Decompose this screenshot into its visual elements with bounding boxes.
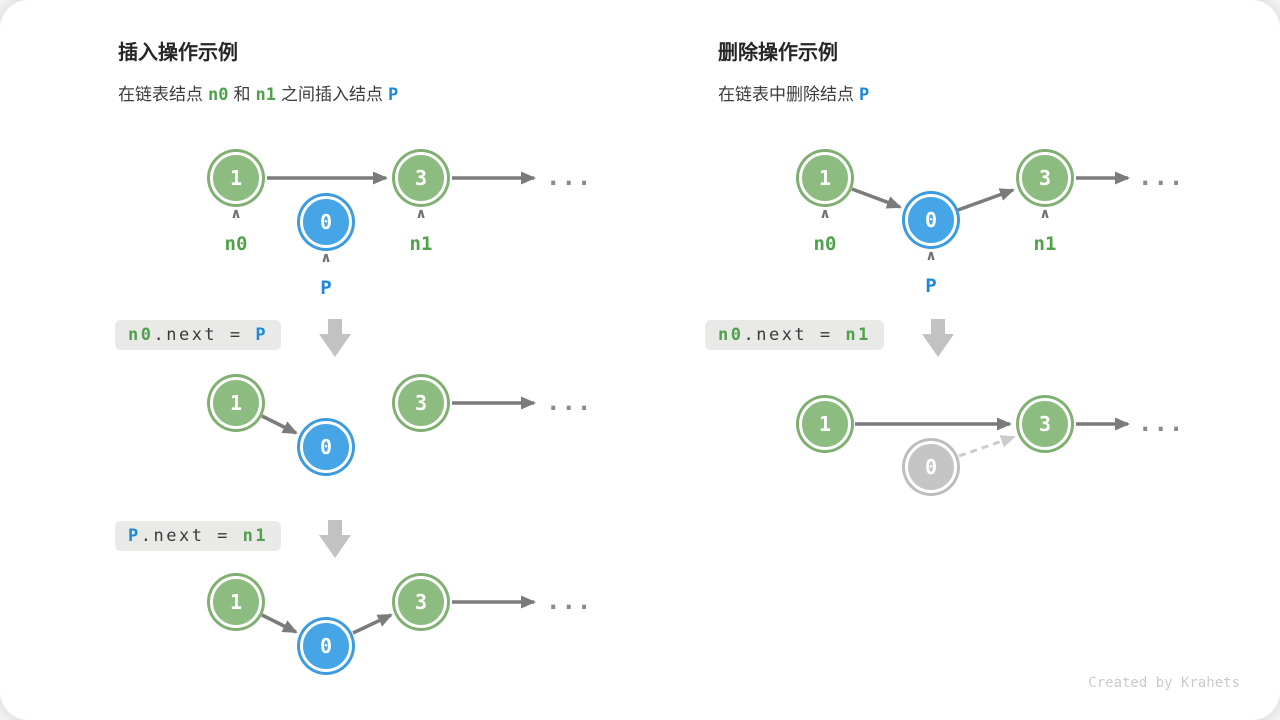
- node-value: 1: [818, 166, 832, 190]
- list-node-3: 3: [395, 377, 447, 429]
- subtitle-token-n1: n1: [255, 85, 276, 105]
- pointer-label-n0: n0: [224, 233, 248, 255]
- list-continues-ellipsis: ...: [1138, 163, 1185, 191]
- node-value: 3: [414, 166, 428, 190]
- list-node-3: 3: [1019, 152, 1071, 204]
- list-node-0-p: 0: [300, 421, 352, 473]
- list-continues-ellipsis: ...: [546, 587, 593, 615]
- subtitle-token-n0: n0: [208, 85, 229, 105]
- list-continues-ellipsis: ...: [546, 388, 593, 416]
- subtitle-text: 在链表结点: [118, 85, 203, 105]
- code-op: .next =: [153, 325, 256, 345]
- code-rhs: P: [255, 325, 269, 345]
- caret-up-icon: ∧: [1039, 206, 1051, 222]
- node-value: 0: [319, 435, 333, 459]
- code-rhs: n1: [845, 325, 871, 345]
- insert-panel-title: 插入操作示例: [118, 40, 238, 64]
- code-rhs: n1: [242, 526, 269, 546]
- node-value: 0: [924, 455, 938, 479]
- caret-up-icon: ∧: [320, 250, 332, 266]
- list-node-3: 3: [395, 576, 447, 628]
- pointer-label-n1: n1: [1033, 233, 1057, 255]
- list-node-0-p: 0: [905, 194, 957, 246]
- arrow-delete1-n0-to-p: [851, 187, 902, 209]
- arrow-insert3-n0-to-p: [261, 613, 298, 634]
- pointer-label-n0: n0: [813, 233, 837, 255]
- list-continues-ellipsis: ...: [1138, 409, 1185, 437]
- list-node-3: 3: [395, 152, 447, 204]
- subtitle-token-p: P: [387, 85, 399, 105]
- code-box-n0-next-p: n0.next = P: [115, 320, 282, 350]
- code-lhs: n0: [128, 325, 154, 345]
- subtitle-text: 在链表中删除结点: [718, 85, 854, 105]
- node-value: 3: [1038, 166, 1052, 190]
- caret-up-icon: ∧: [230, 206, 242, 222]
- list-node-1: 1: [210, 377, 262, 429]
- subtitle-token-p: P: [859, 85, 870, 105]
- arrow-delete1-p-to-n1: [957, 188, 1015, 212]
- caret-up-icon: ∧: [415, 206, 427, 222]
- list-node-1: 1: [799, 152, 851, 204]
- code-lhs: P: [128, 526, 141, 546]
- down-block-arrow-icon: [922, 319, 954, 357]
- list-node-1: 1: [210, 576, 262, 628]
- node-value: 1: [818, 412, 832, 436]
- code-box-p-next-n1: P.next = n1: [115, 521, 282, 551]
- node-value: 0: [319, 210, 333, 234]
- list-node-1: 1: [799, 398, 851, 450]
- code-lhs: n0: [718, 325, 744, 345]
- node-value: 0: [924, 208, 938, 232]
- list-node-0-p: 0: [300, 196, 352, 248]
- arrow-insert3-p-to-n1: [352, 613, 393, 635]
- node-value: 3: [1038, 412, 1052, 436]
- down-block-arrow-icon: [319, 319, 351, 357]
- delete-panel-title: 删除操作示例: [718, 40, 838, 64]
- node-value: 0: [319, 634, 333, 658]
- list-continues-ellipsis: ...: [546, 163, 593, 191]
- pointer-label-p: P: [925, 275, 937, 297]
- pointer-label-n1: n1: [409, 233, 433, 255]
- down-block-arrow-icon: [319, 520, 351, 558]
- node-value: 1: [229, 391, 243, 415]
- code-box-n0-next-n1: n0.next = n1: [705, 320, 884, 350]
- caret-up-icon: ∧: [819, 206, 831, 222]
- subtitle-text: 之间插入结点: [280, 85, 383, 105]
- code-op: .next =: [743, 325, 846, 345]
- node-value: 1: [229, 590, 243, 614]
- removed-node-0-p: 0: [905, 441, 957, 493]
- list-node-3: 3: [1019, 398, 1071, 450]
- credit-watermark: Created by Krahets: [1088, 675, 1240, 691]
- arrow-insert2-n0-to-p: [261, 414, 298, 435]
- code-op: .next =: [140, 526, 243, 546]
- node-value: 3: [414, 590, 428, 614]
- caret-up-icon: ∧: [925, 248, 937, 264]
- node-value: 1: [229, 166, 243, 190]
- subtitle-text: 和: [233, 85, 251, 105]
- list-node-0-p: 0: [300, 620, 352, 672]
- node-value: 3: [414, 391, 428, 415]
- arrow-delete2-removed-p-to-n1-dashed: [958, 435, 1016, 458]
- list-node-1: 1: [210, 152, 262, 204]
- pointer-label-p: P: [320, 277, 332, 299]
